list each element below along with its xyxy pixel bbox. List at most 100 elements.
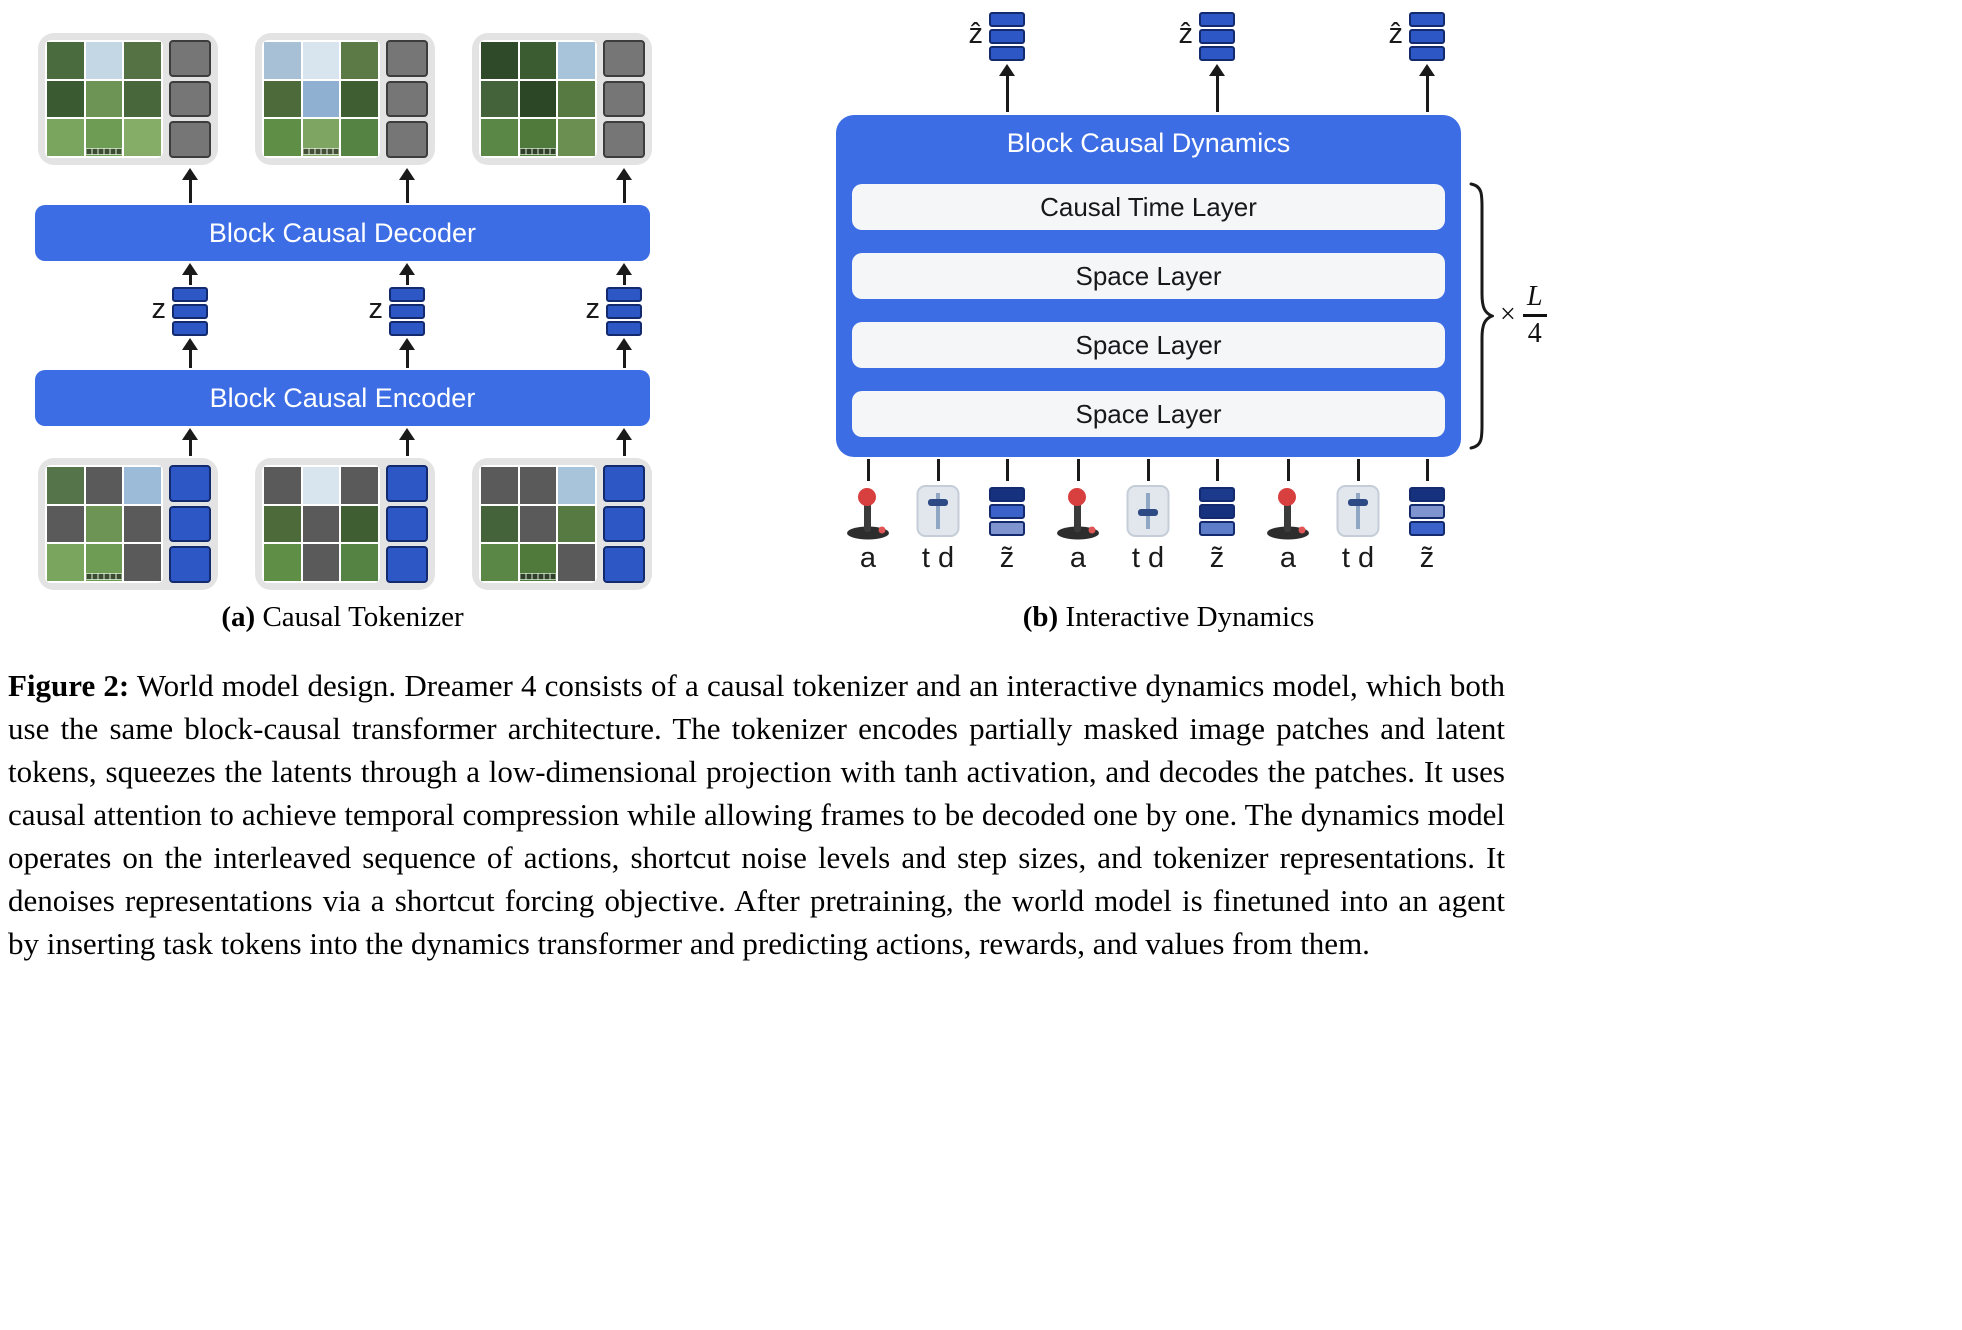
arrow-head — [399, 428, 415, 440]
z-label: z — [368, 293, 384, 325]
layer-space-2: Space Layer — [852, 322, 1445, 368]
arrow-stem — [188, 275, 192, 285]
arrow-stem — [1005, 76, 1009, 112]
z-token-stack — [172, 287, 208, 336]
action-label: a — [859, 542, 877, 574]
latent-token-cell — [172, 287, 208, 302]
latent-token-cell — [989, 521, 1025, 536]
minecraft-hotbar — [85, 148, 123, 155]
image-patch — [264, 42, 301, 79]
input-tick — [866, 459, 870, 481]
masked-patch — [481, 467, 518, 504]
latent-token-cell — [389, 287, 425, 302]
arrow-head — [616, 263, 632, 275]
image-patch-grid — [262, 465, 380, 583]
latent-token-cell — [1199, 29, 1235, 44]
masked-input-frame — [255, 458, 435, 590]
arrow-head — [399, 168, 415, 180]
frame-token-cell — [169, 505, 211, 543]
image-patch-grid — [479, 40, 597, 158]
up-arrow — [399, 263, 415, 285]
image-patch — [85, 80, 123, 118]
image-patch — [264, 505, 301, 543]
image-patch — [341, 80, 378, 118]
hotbar-slot — [320, 148, 328, 155]
arrow-head — [182, 263, 198, 275]
image-patch — [47, 119, 84, 156]
z-tilde-label: z̃ — [999, 542, 1015, 574]
latent-token-cell — [1409, 29, 1445, 44]
frame-token-cell — [169, 546, 211, 584]
hotbar-slot — [519, 148, 527, 155]
arrow-head — [1419, 64, 1435, 76]
image-patch — [124, 80, 161, 118]
z-tilde-label: z̃ — [1419, 542, 1435, 574]
figure-caption-text: World model design. Dreamer 4 consists o… — [8, 668, 1505, 961]
arrow-stem — [188, 180, 192, 203]
image-patch — [85, 119, 123, 156]
arrow-head — [182, 168, 198, 180]
z-hat-label: ẑ — [968, 18, 984, 50]
image-patch — [47, 467, 84, 504]
frame-token-cell — [169, 121, 211, 159]
frame-token-column — [603, 465, 645, 584]
frame-token-cell — [386, 546, 428, 584]
masked-patch — [341, 467, 378, 504]
arrow-head — [182, 428, 198, 440]
arrow-stem — [622, 440, 626, 456]
image-patch — [519, 42, 557, 79]
decoded-frame — [255, 33, 435, 165]
dynamics-box-title: Block Causal Dynamics — [1006, 128, 1291, 158]
noise-step-label: t d — [1131, 542, 1165, 574]
latent-token-cell — [1409, 12, 1445, 27]
image-patch — [558, 80, 595, 118]
latent-token-cell — [606, 321, 642, 336]
latent-token-cell — [1199, 12, 1235, 27]
image-patch-grid — [479, 465, 597, 583]
noise-step-label: t d — [1341, 542, 1375, 574]
masked-input-frame — [38, 458, 218, 590]
hotbar-slot — [531, 148, 539, 155]
frame-token-cell — [386, 121, 428, 159]
latent-token-cell — [989, 487, 1025, 502]
image-patch — [302, 119, 340, 156]
masked-patch — [264, 467, 301, 504]
masked-patch — [302, 544, 340, 581]
frame-token-cell — [169, 40, 211, 77]
action-label: a — [1069, 542, 1087, 574]
frame-token-cell — [169, 465, 211, 502]
input-tick — [1356, 459, 1360, 481]
frame-token-column — [386, 40, 428, 159]
joystick-icon — [844, 486, 892, 545]
input-tick — [1286, 459, 1290, 481]
latent-token-cell — [389, 321, 425, 336]
frame-token-cell — [603, 40, 645, 77]
repeat-count: × L 4 — [1500, 283, 1547, 348]
up-arrow — [399, 428, 415, 456]
caption-a-label: (a) — [221, 601, 256, 633]
hotbar-slot — [537, 148, 545, 155]
latent-token-cell — [606, 287, 642, 302]
up-arrow — [182, 168, 198, 203]
frame-token-cell — [603, 465, 645, 502]
image-patch-grid — [45, 40, 163, 158]
hotbar-slot — [543, 573, 551, 580]
z-token-stack — [606, 287, 642, 336]
layer-space-3: Space Layer — [852, 391, 1445, 437]
arrow-head — [616, 168, 632, 180]
image-patch — [481, 544, 518, 581]
arrow-stem — [1425, 76, 1429, 112]
arrow-stem — [622, 350, 626, 368]
frame-token-cell — [603, 505, 645, 543]
image-patch — [481, 505, 518, 543]
masked-patch — [85, 467, 123, 504]
frame-token-column — [386, 465, 428, 584]
frame-token-cell — [386, 80, 428, 118]
latent-token-cell — [1199, 521, 1235, 536]
z-token-stack — [389, 287, 425, 336]
arrow-stem — [188, 350, 192, 368]
hotbar-slot — [109, 148, 117, 155]
hotbar-slot — [308, 148, 316, 155]
arrow-head — [399, 338, 415, 350]
